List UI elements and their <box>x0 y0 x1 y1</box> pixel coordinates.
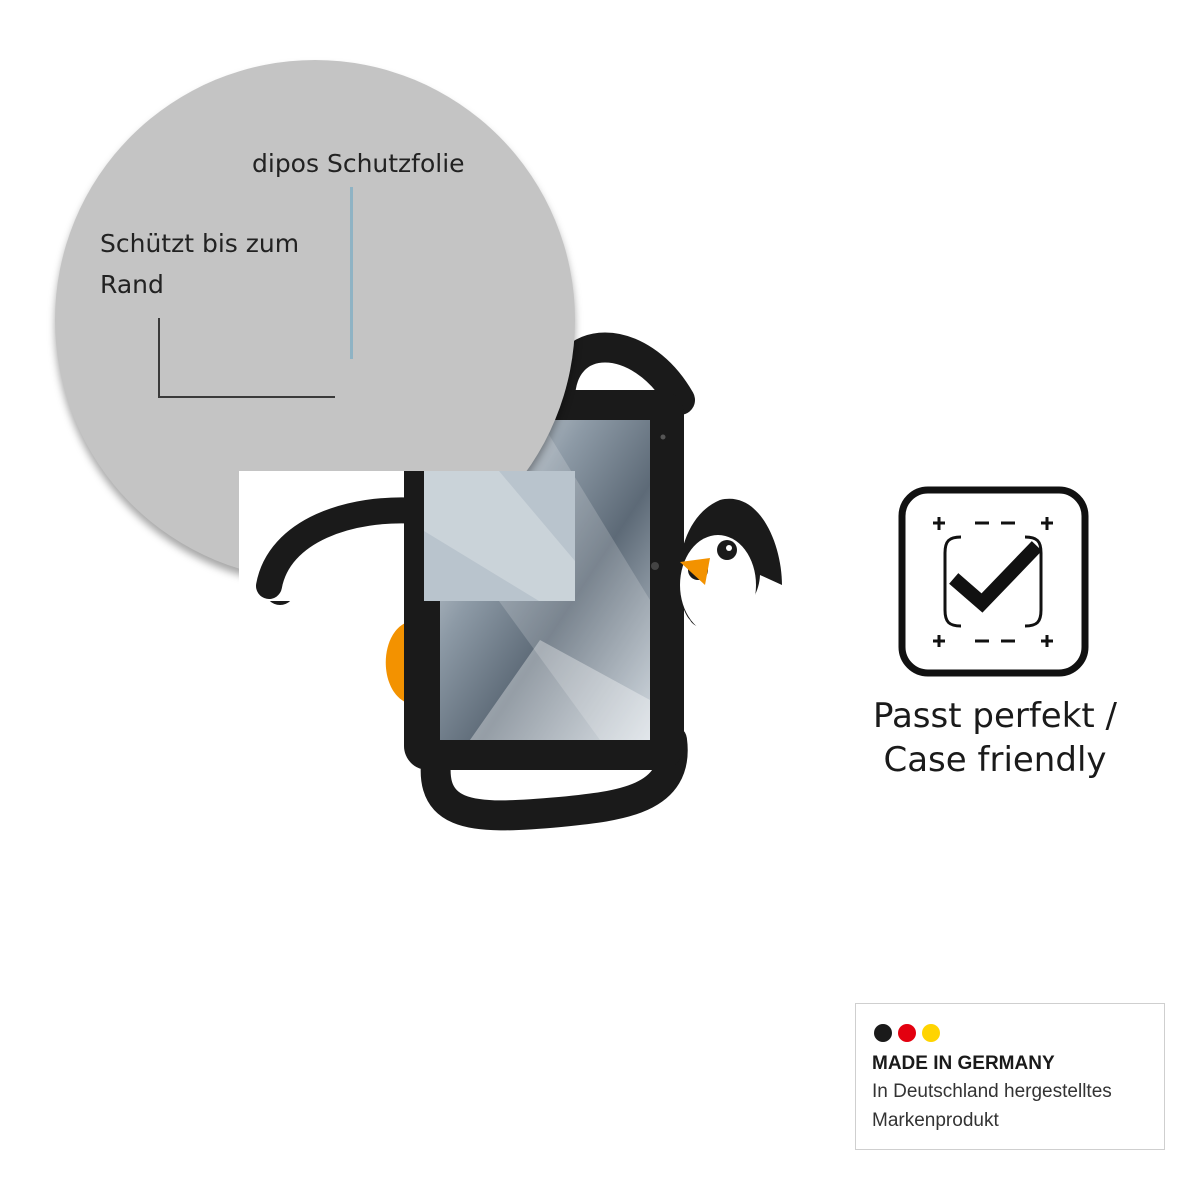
fit-check-icon <box>898 486 1089 677</box>
made-in-germany-badge: MADE IN GERMANY In Deutschland hergestel… <box>855 1003 1165 1150</box>
flag-dot-gold <box>922 1024 940 1042</box>
flag-dot-red <box>898 1024 916 1042</box>
film-callout-line <box>350 187 353 359</box>
edge-callout-label: Schützt bis zum Rand <box>100 229 300 299</box>
edge-callout-line-vertical <box>158 318 160 398</box>
bottom-handle <box>420 725 688 831</box>
badge-line1: In Deutschland hergestelltes <box>872 1081 1112 1102</box>
edge-callout-line-horizontal <box>158 396 335 398</box>
film-callout-label: dipos Schutzfolie <box>252 149 465 178</box>
feature-caption-line2: Case friendly <box>883 740 1107 780</box>
badge-line2: Markenprodukt <box>872 1110 999 1131</box>
penguin-head <box>678 498 782 635</box>
flag-dot-black <box>874 1024 892 1042</box>
badge-title: MADE IN GERMANY <box>872 1053 1055 1074</box>
feature-caption-line1: Passt perfekt / <box>872 696 1118 736</box>
zoom-detail-inset <box>239 471 575 601</box>
feature-caption: Passt perfekt / Case friendly <box>845 694 1145 782</box>
